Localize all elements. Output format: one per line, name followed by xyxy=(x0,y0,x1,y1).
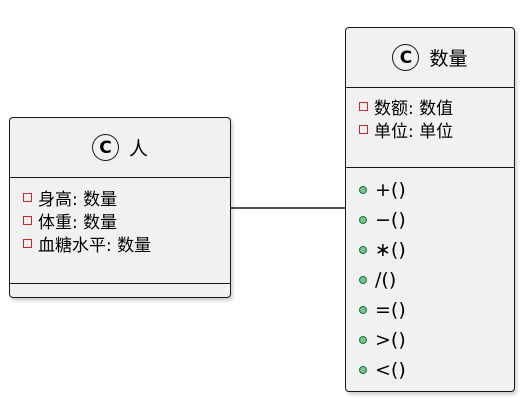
private-visibility-icon xyxy=(23,193,32,202)
attribute-text: 单位: 单位 xyxy=(374,122,454,142)
attribute-item: 体重: 数量 xyxy=(23,209,230,233)
class-person-header: C 人 xyxy=(10,118,230,178)
class-quantity-header: C 数量 xyxy=(346,28,514,88)
class-person-name: 人 xyxy=(128,138,148,160)
operation-item: >() xyxy=(359,325,514,355)
operation-item: −() xyxy=(359,205,514,235)
class-quantity[interactable]: C 数量 数额: 数值 单位: 单位 +() −() ∗() ∕() xyxy=(345,27,515,392)
operation-item: +() xyxy=(359,175,514,205)
public-visibility-icon xyxy=(359,246,367,254)
operation-text: =() xyxy=(375,299,406,321)
private-visibility-icon xyxy=(23,239,32,248)
operation-item: =() xyxy=(359,295,514,325)
class-person-attributes: 身高: 数量 体重: 数量 血糖水平: 数量 xyxy=(10,178,230,284)
class-c-icon: C xyxy=(392,44,420,71)
public-visibility-icon xyxy=(359,216,367,224)
public-visibility-icon xyxy=(359,306,367,314)
operation-text: ∗() xyxy=(375,239,406,261)
attribute-text: 血糖水平: 数量 xyxy=(38,236,152,256)
operation-text: +() xyxy=(375,179,406,201)
class-quantity-name: 数量 xyxy=(429,48,468,70)
public-visibility-icon xyxy=(359,336,367,344)
class-quantity-operations: +() −() ∗() ∕() =() >() <() xyxy=(346,168,514,385)
public-visibility-icon xyxy=(359,186,367,194)
class-c-icon: C xyxy=(91,134,119,161)
operation-item: <() xyxy=(359,355,514,385)
operation-text: >() xyxy=(375,329,406,351)
attribute-item: 身高: 数量 xyxy=(23,186,230,210)
attribute-text: 体重: 数量 xyxy=(38,213,118,233)
public-visibility-icon xyxy=(359,366,367,374)
attribute-text: 数额: 数值 xyxy=(374,99,454,119)
operation-text: <() xyxy=(375,359,406,381)
class-person[interactable]: C 人 身高: 数量 体重: 数量 血糖水平: 数量 xyxy=(9,117,231,298)
attribute-item: 数额: 数值 xyxy=(359,95,514,119)
private-visibility-icon xyxy=(359,125,368,134)
class-quantity-attributes: 数额: 数值 单位: 单位 xyxy=(346,88,514,168)
operation-text: −() xyxy=(375,209,406,231)
class-person-operations xyxy=(10,284,230,296)
private-visibility-icon xyxy=(359,102,368,111)
attribute-item: 血糖水平: 数量 xyxy=(23,232,230,256)
operation-item: ∗() xyxy=(359,235,514,265)
attribute-text: 身高: 数量 xyxy=(38,190,118,210)
operation-text: ∕() xyxy=(375,269,397,291)
public-visibility-icon xyxy=(359,276,367,284)
attribute-item: 单位: 单位 xyxy=(359,118,514,142)
operation-item: ∕() xyxy=(359,265,514,295)
private-visibility-icon xyxy=(23,216,32,225)
